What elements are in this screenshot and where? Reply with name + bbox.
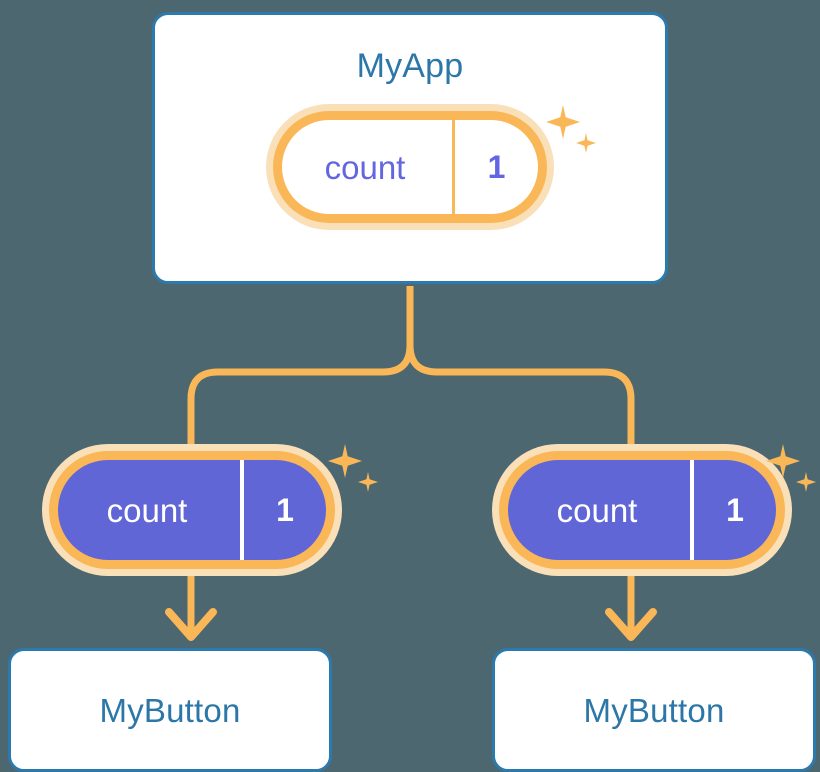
- connector-branch-left: [187, 341, 414, 448]
- component-title-myapp: MyApp: [356, 47, 464, 85]
- state-pill-body: count 1: [508, 460, 776, 560]
- state-key-label: count: [556, 491, 638, 529]
- component-card-mybutton-left[interactable]: MyButton: [8, 648, 332, 772]
- sparkle-star-small-icon: [796, 472, 816, 492]
- state-pill-value: 1: [240, 460, 326, 560]
- state-value-label: 1: [726, 492, 744, 528]
- component-card-mybutton-right[interactable]: MyButton: [492, 648, 816, 772]
- state-pill-key: count: [282, 120, 452, 214]
- component-title-mybutton-left: MyButton: [99, 691, 241, 729]
- state-pill-mybutton-right[interactable]: count 1: [492, 444, 792, 576]
- state-pill-key: count: [58, 460, 240, 560]
- state-key-label: count: [324, 148, 406, 186]
- state-pill-body: count 1: [282, 120, 538, 214]
- state-pill-mybutton-left[interactable]: count 1: [42, 444, 342, 576]
- state-pill-key: count: [508, 460, 690, 560]
- state-pill-body: count 1: [58, 460, 326, 560]
- connector-branch-right: [406, 341, 635, 448]
- sparkle-star-small-icon: [358, 472, 378, 492]
- state-pill-value: 1: [452, 120, 538, 214]
- state-key-label: count: [106, 491, 188, 529]
- arrow-head-left: [165, 608, 217, 641]
- component-title-mybutton-right: MyButton: [583, 691, 725, 729]
- state-pill-value: 1: [690, 460, 776, 560]
- state-value-label: 1: [276, 492, 294, 528]
- state-value-label: 1: [487, 149, 506, 185]
- arrow-head-right: [605, 608, 657, 641]
- state-pill-myapp[interactable]: count 1: [266, 104, 554, 230]
